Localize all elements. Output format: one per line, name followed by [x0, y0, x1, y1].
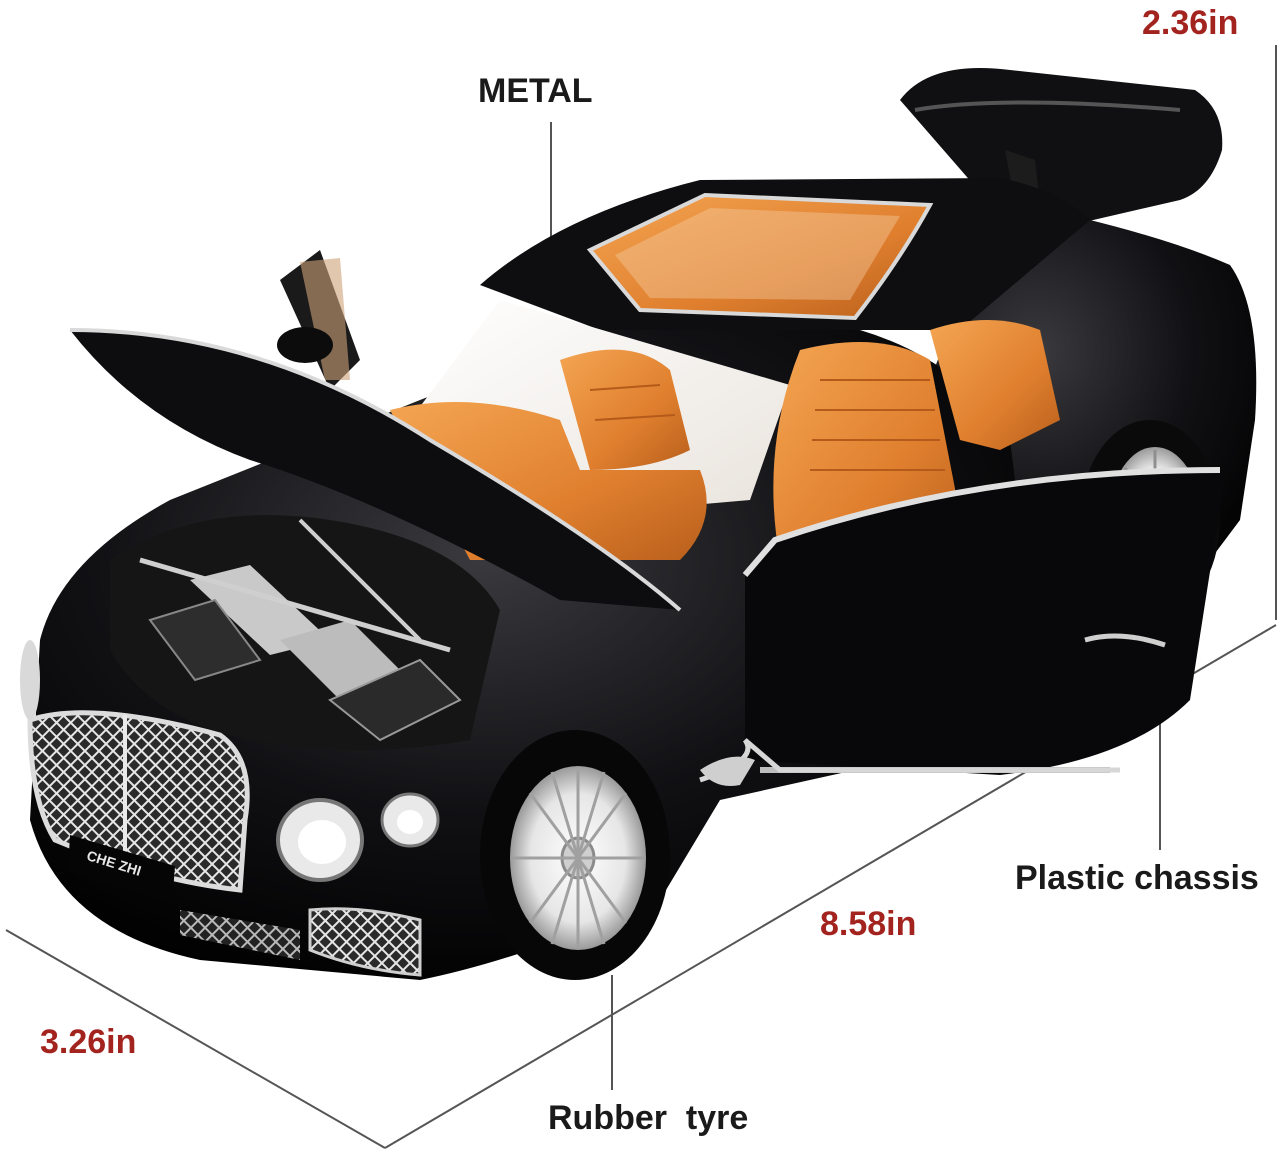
front-wheel — [480, 730, 670, 980]
plastic-chassis-label: Plastic chassis — [1015, 859, 1259, 897]
headlights — [20, 640, 440, 882]
height-dimension-label: 2.36in — [1142, 4, 1239, 42]
width-dimension-label: 3.26in — [40, 1023, 137, 1061]
fender-vent — [700, 756, 755, 786]
open-hood — [69, 328, 682, 612]
side-mirror — [277, 250, 360, 390]
rubber-tyre-label: Rubber tyre — [548, 1099, 749, 1137]
license-plate — [68, 835, 175, 905]
engine-bay — [110, 515, 500, 750]
width-guide-line — [5, 929, 386, 1149]
sunroof — [586, 192, 934, 321]
length-dimension-label: 8.58in — [820, 905, 917, 943]
metal-label: METAL — [478, 72, 593, 110]
